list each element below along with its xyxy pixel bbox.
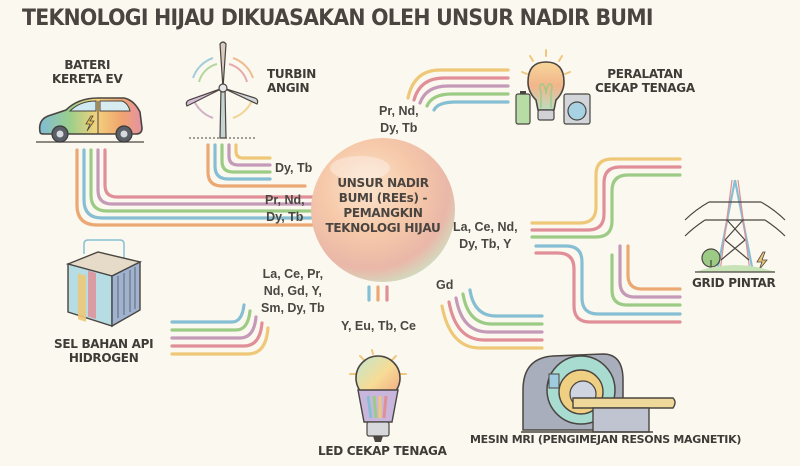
node-label-led: LED CEKAP TENAGA <box>318 444 447 458</box>
fuel-cell-icon <box>65 239 143 328</box>
connector-turbine <box>206 143 307 188</box>
elements-hydrogen-fuel-cell: La, Ce, Pr, Nd, Gd, Y, Sm, Dy, Tb <box>261 267 325 315</box>
power-pylon-icon <box>684 179 786 273</box>
wind-turbine-icon <box>185 41 259 139</box>
page-title: TEKNOLOGI HIJAU DIKUASAKAN OLEH UNSUR NA… <box>22 6 654 31</box>
hub-sphere <box>311 138 455 282</box>
elements-led: Y, Eu, Tb, Ce <box>341 319 417 333</box>
mri-scanner-icon <box>521 353 676 433</box>
node-label-wind-turbine: TURBIN ANGIN <box>267 67 317 95</box>
node-label-smart-grid: GRID PINTAR <box>692 276 776 290</box>
connectors <box>75 68 682 356</box>
elements-wind-turbine: Dy, Tb <box>275 161 313 175</box>
connector-mri <box>440 288 544 350</box>
connector-ev <box>75 148 322 227</box>
appliances-bulb-icon <box>515 49 591 125</box>
connector-fuel-cell <box>170 303 270 356</box>
led-bulb-icon <box>349 349 407 442</box>
elements-mri: Gd <box>436 278 454 292</box>
elements-efficient-appliances: Pr, Nd, Dy, Tb <box>379 104 419 135</box>
elements-ev-battery: Pr, Nd, Dy, Tb <box>265 193 305 224</box>
electric-car-icon <box>36 97 144 143</box>
node-label-hydrogen-fuel-cell: SEL BAHAN API HIDROGEN <box>54 337 154 365</box>
connector-led <box>367 285 389 302</box>
node-label-mri: MESIN MRI (PENGIMEJAN RESONS MAGNETIK) <box>470 433 742 446</box>
hub-title: UNSUR NADIR BUMI (REEs) - PEMANGKIN TEKN… <box>325 176 441 235</box>
elements-smart-grid: La, Ce, Nd, Dy, Tb, Y <box>453 220 518 251</box>
node-label-ev-battery: BATERI KERETA EV <box>52 58 123 86</box>
connector-grid <box>530 157 682 324</box>
connector-appliances <box>406 68 510 112</box>
node-label-efficient-appliances: PERALATAN CEKAP TENAGA <box>595 67 695 95</box>
